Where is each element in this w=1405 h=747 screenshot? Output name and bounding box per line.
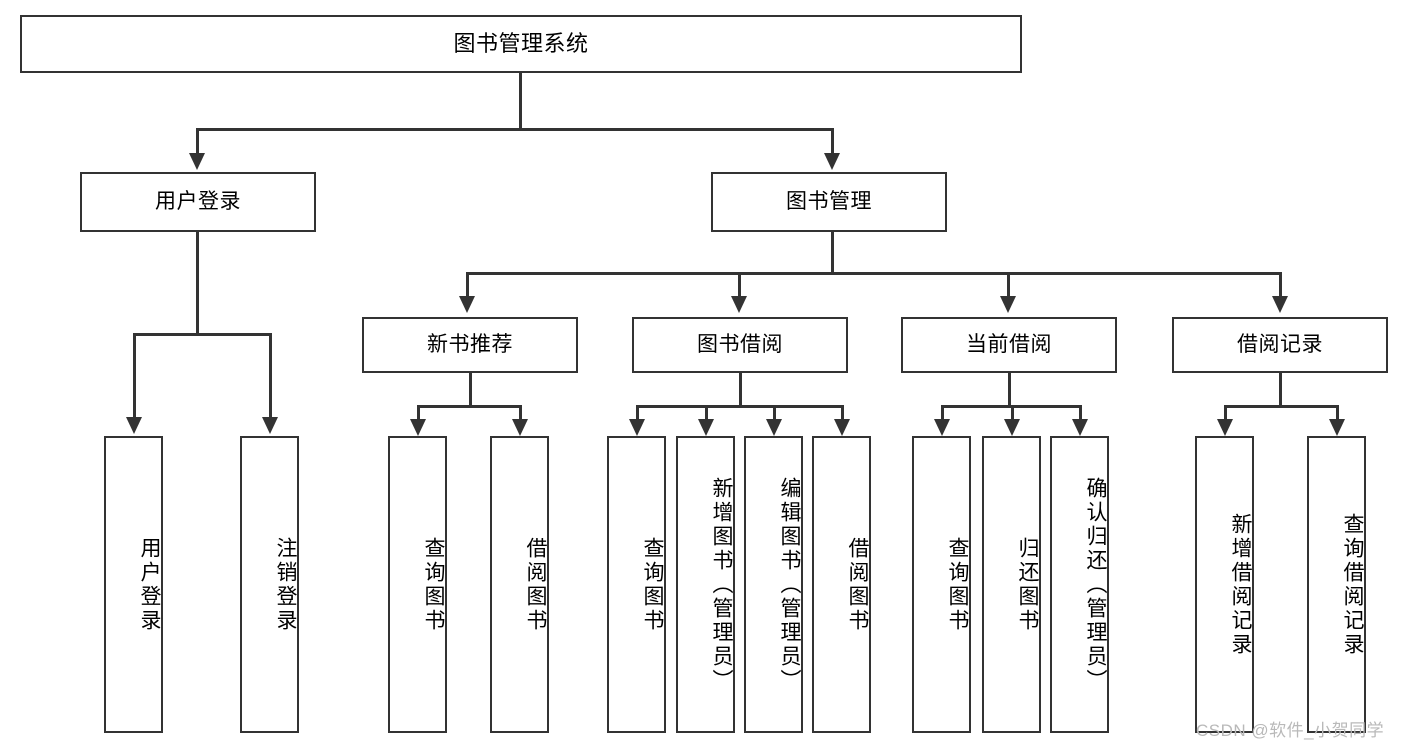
leaf-user-login[interactable]: 用户登录: [104, 436, 163, 733]
connector-user-login-leaf-1: [133, 333, 136, 419]
connector-cb-leaf-2: [1011, 405, 1014, 422]
leaf-logout[interactable]: 注销登录: [240, 436, 299, 733]
leaf-br-add-record[interactable]: 新增借阅记录: [1195, 436, 1254, 733]
node-label: 图书管理系统: [453, 31, 589, 57]
leaf-cb-confirm-return-admin[interactable]: 确认归还（管理员）: [1050, 436, 1109, 733]
connector-bb-leaf-1: [636, 405, 639, 422]
node-current-borrow[interactable]: 当前借阅: [901, 317, 1117, 373]
leaf-nbr-query-book[interactable]: 查询图书: [388, 436, 447, 733]
node-label: 注销登录: [274, 536, 297, 633]
connector-br-leaf-2: [1336, 405, 1339, 422]
node-label: 借阅图书: [846, 536, 869, 633]
connector-user-login-stem: [196, 232, 199, 333]
arrowhead-leaf-user-login: [126, 417, 142, 434]
connector-level2-bus: [196, 128, 832, 131]
node-book-management[interactable]: 图书管理: [711, 172, 947, 232]
connector-user-login-bus: [133, 333, 271, 336]
arrowhead-br-leaf-1: [1217, 419, 1233, 436]
connector-bb-leaf-2: [705, 405, 708, 422]
node-user-login[interactable]: 用户登录: [80, 172, 316, 232]
node-label: 查询图书: [641, 536, 664, 633]
node-new-book-recommend[interactable]: 新书推荐: [362, 317, 578, 373]
leaf-bb-add-book-admin[interactable]: 新增图书（管理员）: [676, 436, 735, 733]
arrowhead-new-book-recommend: [459, 296, 475, 313]
connector-current-borrow-stem: [1008, 373, 1011, 405]
node-label: 确认归还（管理员）: [1084, 476, 1107, 693]
node-root-book-management-system[interactable]: 图书管理系统: [20, 15, 1022, 73]
leaf-bb-edit-book-admin[interactable]: 编辑图书（管理员）: [744, 436, 803, 733]
connector-book-borrow-stem: [739, 373, 742, 405]
arrowhead-book-management: [824, 153, 840, 170]
connector-bb-leaf-4: [841, 405, 844, 422]
node-label: 编辑图书（管理员）: [778, 476, 801, 693]
connector-cb-leaf-1: [941, 405, 944, 422]
leaf-bb-query-book[interactable]: 查询图书: [607, 436, 666, 733]
arrowhead-cb-leaf-3: [1072, 419, 1088, 436]
connector-book-management-stem: [831, 232, 834, 272]
node-book-borrow[interactable]: 图书借阅: [632, 317, 848, 373]
node-label: 图书借阅: [697, 332, 783, 356]
arrowhead-cb-leaf-2: [1004, 419, 1020, 436]
arrowhead-current-borrow: [1000, 296, 1016, 313]
arrowhead-leaf-logout: [262, 417, 278, 434]
connector-borrow-record-stem: [1279, 373, 1282, 405]
node-label: 用户登录: [155, 189, 241, 213]
connector-level3-bus: [466, 272, 1282, 275]
arrowhead-user-login: [189, 153, 205, 170]
node-borrow-record[interactable]: 借阅记录: [1172, 317, 1388, 373]
node-label: 图书管理: [786, 189, 872, 213]
connector-new-book-recommend-stem: [469, 373, 472, 405]
connector-borrow-record-bus: [1224, 405, 1338, 408]
arrowhead-bb-leaf-1: [629, 419, 645, 436]
leaf-nbr-borrow-book[interactable]: 借阅图书: [490, 436, 549, 733]
connector-to-user-login: [196, 128, 199, 155]
connector-to-borrow-record: [1279, 272, 1282, 298]
connector-to-book-borrow: [738, 272, 741, 298]
node-label: 当前借阅: [966, 332, 1052, 356]
connector-new-book-recommend-bus: [417, 405, 521, 408]
arrowhead-cb-leaf-1: [934, 419, 950, 436]
node-label: 借阅图书: [524, 536, 547, 633]
connector-cb-leaf-3: [1079, 405, 1082, 422]
node-label: 新书推荐: [427, 332, 513, 356]
arrowhead-bb-leaf-3: [766, 419, 782, 436]
arrowhead-br-leaf-2: [1329, 419, 1345, 436]
node-label: 查询图书: [946, 536, 969, 633]
leaf-cb-query-book[interactable]: 查询图书: [912, 436, 971, 733]
connector-nbr-leaf-1: [417, 405, 420, 422]
arrowhead-nbr-leaf-1: [410, 419, 426, 436]
node-label: 借阅记录: [1237, 332, 1323, 356]
connector-to-book-management: [831, 128, 834, 155]
leaf-bb-borrow-book[interactable]: 借阅图书: [812, 436, 871, 733]
watermark-text: CSDN @软件_小贺同学: [1196, 721, 1385, 740]
node-label: 新增借阅记录: [1229, 512, 1252, 657]
connector-to-current-borrow: [1007, 272, 1010, 298]
connector-user-login-leaf-2: [269, 333, 272, 419]
leaf-cb-return-book[interactable]: 归还图书: [982, 436, 1041, 733]
arrowhead-bb-leaf-4: [834, 419, 850, 436]
node-label: 查询图书: [422, 536, 445, 633]
node-label: 用户登录: [138, 536, 161, 633]
arrowhead-borrow-record: [1272, 296, 1288, 313]
connector-bb-leaf-3: [773, 405, 776, 422]
node-label: 归还图书: [1016, 536, 1039, 633]
connector-nbr-leaf-2: [519, 405, 522, 422]
arrowhead-book-borrow: [731, 296, 747, 313]
connector-book-borrow-bus: [636, 405, 844, 408]
csdn-watermark: CSDN @软件_小贺同学: [1196, 716, 1384, 741]
arrowhead-nbr-leaf-2: [512, 419, 528, 436]
leaf-br-query-record[interactable]: 查询借阅记录: [1307, 436, 1366, 733]
connector-root-stem: [519, 73, 522, 128]
arrowhead-bb-leaf-2: [698, 419, 714, 436]
node-label: 查询借阅记录: [1341, 512, 1364, 657]
connector-br-leaf-1: [1224, 405, 1227, 422]
node-label: 新增图书（管理员）: [710, 476, 733, 693]
connector-to-new-book-recommend: [466, 272, 469, 298]
